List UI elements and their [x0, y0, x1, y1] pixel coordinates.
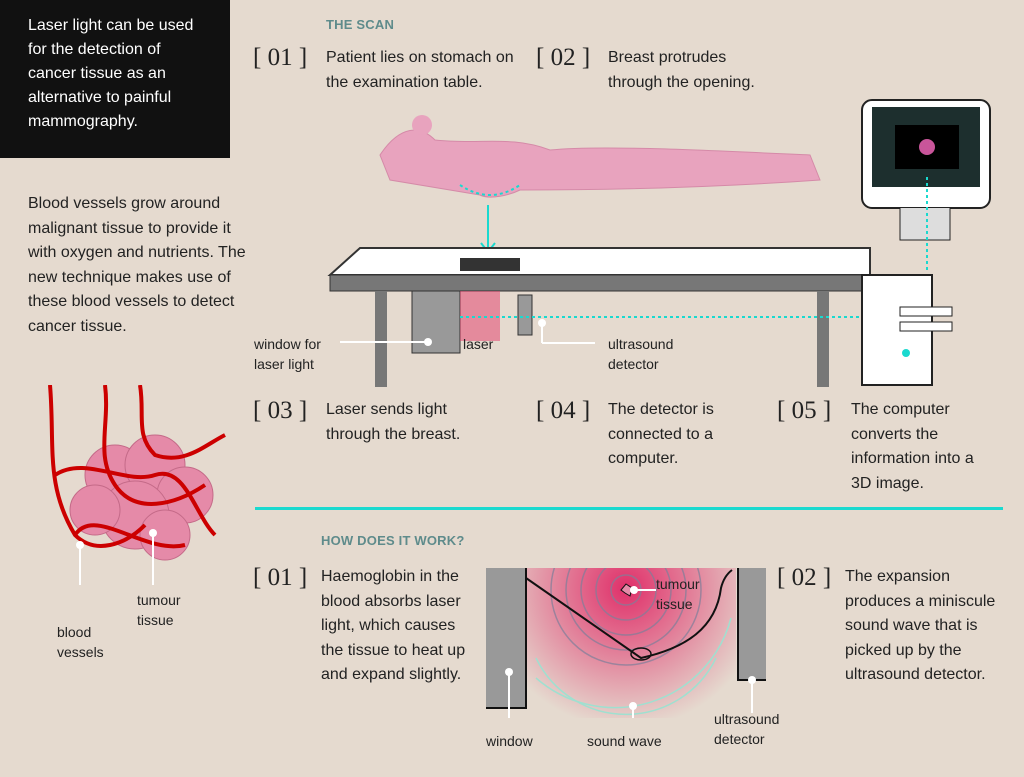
scan-step-3-text: Laser sends light through the breast.: [326, 401, 461, 443]
label-window-laser: window for laser light: [254, 336, 321, 372]
scan-step-4-num: [ 04 ]: [536, 397, 591, 424]
label-blood-vessels: blood vessels: [57, 624, 104, 660]
scan-step-2-num: [ 02 ]: [536, 44, 591, 71]
intro-box: Laser light can be used for the detectio…: [0, 0, 230, 158]
scan-step-1-num: [ 01 ]: [253, 44, 308, 71]
mechanism-illustration: [486, 568, 766, 718]
label-laser: laser: [463, 336, 494, 352]
scan-heading: THE SCAN: [326, 17, 395, 32]
label-tumour: tumour tissue: [656, 576, 700, 612]
side-text: Blood vessels grow around malignant tiss…: [28, 195, 246, 335]
label-sound-wave: sound wave: [587, 733, 662, 749]
patient: [379, 129, 821, 198]
scan-step-5-num: [ 05 ]: [777, 397, 832, 424]
how-step-1-text: Haemoglobin in the blood absorbs laser l…: [321, 568, 466, 683]
label-window: window: [486, 733, 533, 749]
how-heading: HOW DOES IT WORK?: [321, 533, 465, 548]
scan-step-3-num: [ 03 ]: [253, 397, 308, 424]
scan-step-1-text: Patient lies on stomach on the examinati…: [326, 49, 514, 91]
intro-text: Laser light can be used for the detectio…: [28, 17, 194, 130]
scan-step-4-text: The detector is connected to a computer.: [608, 401, 714, 467]
how-step-2-text: The expansion produces a miniscule sound…: [845, 568, 996, 683]
scan-step-2-text: Breast protrudes through the opening.: [608, 49, 755, 91]
how-step-1-num: [ 01 ]: [253, 564, 308, 591]
divider: [255, 507, 1003, 510]
how-step-2-num: [ 02 ]: [777, 564, 832, 591]
scan-illustration: [327, 99, 991, 387]
label-detector: ultrasound detector: [714, 711, 780, 747]
label-ultrasound-detector: ultrasound detector: [608, 336, 674, 372]
label-tumour-tissue: tumour tissue: [137, 592, 181, 628]
tumour-illustration: [48, 385, 226, 585]
scan-step-5-text: The computer converts the information in…: [851, 401, 974, 492]
